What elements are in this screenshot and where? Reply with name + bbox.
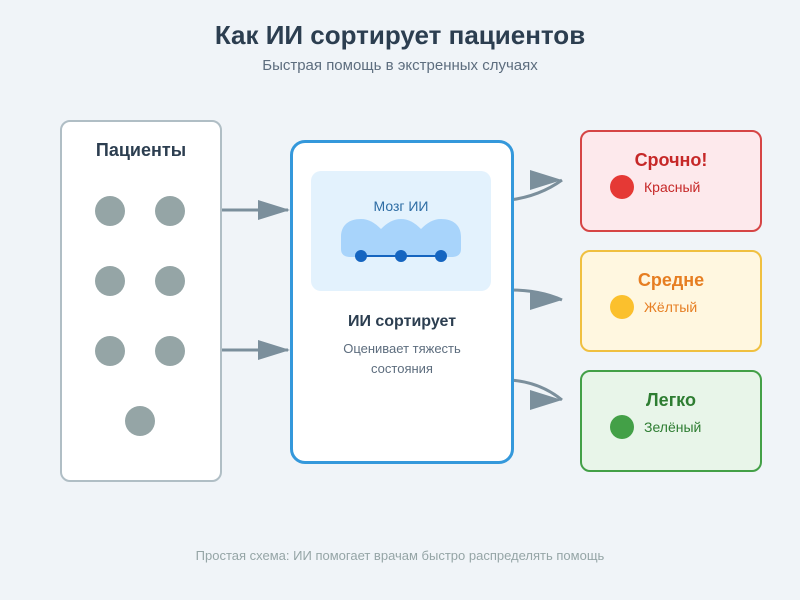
level-easy-title: Легко — [646, 390, 696, 410]
patient-icon — [155, 196, 185, 226]
brain-label: Мозг ИИ — [373, 198, 429, 214]
patients-title: Пациенты — [95, 140, 187, 160]
page-title: Как ИИ сортирует пациентов — [214, 20, 586, 50]
red-dot-icon — [610, 175, 634, 199]
level-medium: Средне Жёлтый — [580, 250, 762, 352]
arrowhead-patients-top — [258, 200, 290, 220]
yellow-dot-icon — [610, 295, 634, 319]
footer-note: Простая схема: ИИ помогает врачам быстро… — [195, 548, 605, 563]
patient-icon — [95, 266, 125, 296]
ai-title: ИИ сортирует — [347, 313, 457, 330]
level-urgent-color-name: Красный — [644, 179, 701, 195]
level-medium-color-name: Жёлтый — [644, 299, 698, 315]
patient-icon — [155, 266, 185, 296]
level-easy: Легко Зелёный — [580, 370, 762, 472]
arrowhead-easy — [530, 390, 562, 410]
level-urgent: Срочно! Красный — [580, 130, 762, 232]
arrowhead-medium — [530, 290, 562, 310]
patient-icon — [125, 406, 155, 436]
patient-icon — [155, 336, 185, 366]
brain-box: Мозг ИИ — [311, 171, 491, 291]
level-urgent-title: Срочно! — [634, 150, 708, 170]
arrowhead-patients-bottom — [258, 340, 290, 360]
level-medium-title: Средне — [637, 270, 705, 290]
patient-icon — [95, 196, 125, 226]
level-easy-color-name: Зелёный — [644, 419, 702, 435]
ai-description: Оценивает тяжесть состояния — [343, 341, 461, 376]
arrowhead-urgent — [530, 170, 562, 190]
page-subtitle: Быстрая помощь в экстренных случаях — [262, 57, 538, 74]
patient-icon — [95, 336, 125, 366]
arrow-ai-to-easy — [509, 378, 563, 402]
arrow-ai-to-urgent — [509, 178, 563, 202]
brain-icon — [341, 219, 461, 262]
green-dot-icon — [610, 415, 634, 439]
ai-panel: Мозг ИИ ИИ сортирует Оценивает тяжесть с… — [290, 140, 514, 464]
patients-panel: Пациенты — [60, 120, 222, 482]
